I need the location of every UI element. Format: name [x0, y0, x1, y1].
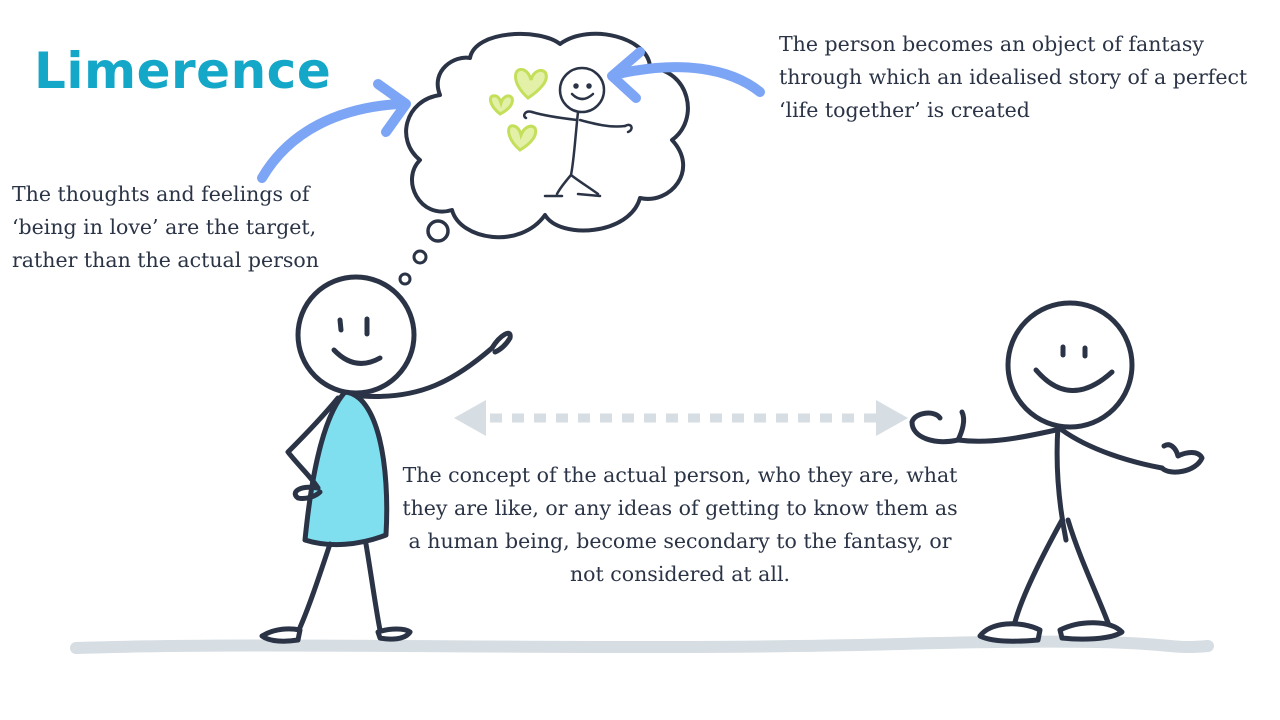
woman-stick-figure	[259, 274, 513, 644]
stick-figure-icon	[523, 66, 633, 198]
curved-arrow-icon	[607, 47, 765, 103]
curved-arrow-icon	[257, 79, 411, 183]
caption-object-of-fantasy: The person becomes an object of fantasy …	[779, 32, 1248, 122]
double-headed-dashed-arrow-icon	[454, 400, 908, 436]
man-stick-figure	[909, 300, 1205, 644]
page-title: Limerence	[34, 42, 332, 100]
caption-actual-person: The concept of the actual person, who th…	[402, 463, 958, 586]
ground-line	[70, 635, 1214, 654]
heart-icon	[489, 67, 548, 152]
caption-target-feelings: The thoughts and feelings of ‘being in l…	[12, 182, 319, 272]
